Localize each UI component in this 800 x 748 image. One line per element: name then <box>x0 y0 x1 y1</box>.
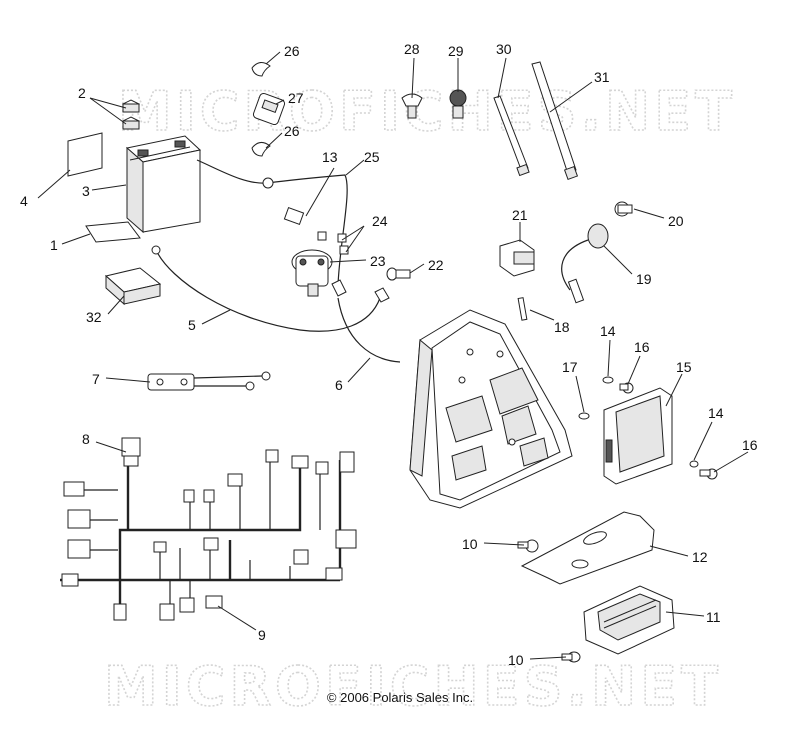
control-module-15 <box>603 387 673 485</box>
screw-16b <box>699 468 718 480</box>
foam-block <box>104 267 162 306</box>
screw-20 <box>614 201 633 217</box>
battery-pad <box>85 221 141 243</box>
callout-13: 13 <box>322 149 338 165</box>
callout-26a: 26 <box>284 43 300 59</box>
callout-4: 4 <box>20 193 28 209</box>
wiring-harness-8 <box>60 437 357 621</box>
callout-7: 7 <box>92 371 100 387</box>
copyright-notice: © 2006 Polaris Sales Inc. <box>326 690 474 705</box>
callout-31: 31 <box>594 69 610 85</box>
battery-cable-5 <box>155 249 381 332</box>
callout-numbers: 1 2 3 4 5 6 7 8 9 10 10 11 12 13 14 14 1… <box>20 41 758 668</box>
push-rivet-28 <box>401 93 423 119</box>
callout-29: 29 <box>448 43 464 59</box>
washer-17 <box>578 412 590 420</box>
callout-14b: 14 <box>708 405 724 421</box>
callout-18: 18 <box>554 319 570 335</box>
battery-label <box>67 132 103 177</box>
cable-tie-31 <box>531 61 577 175</box>
callout-10b: 10 <box>508 652 524 668</box>
callout-23: 23 <box>370 253 386 269</box>
screw-16a <box>619 382 634 394</box>
sensor-19 <box>561 223 609 304</box>
pin-18 <box>517 297 528 321</box>
callout-11: 11 <box>706 609 721 625</box>
battery-cable-6 <box>337 297 401 363</box>
battery-cable-25 <box>196 159 348 286</box>
callout-30: 30 <box>496 41 512 57</box>
callout-3: 3 <box>82 183 90 199</box>
callout-5: 5 <box>188 317 196 333</box>
callout-24: 24 <box>372 213 388 229</box>
starter-solenoid <box>283 206 349 297</box>
callout-10a: 10 <box>462 536 478 552</box>
callout-28: 28 <box>404 41 420 57</box>
callout-17: 17 <box>562 359 578 375</box>
bracket-21 <box>499 239 535 277</box>
callout-8: 8 <box>82 431 90 447</box>
callout-22: 22 <box>428 257 444 273</box>
callout-26b: 26 <box>284 123 300 139</box>
watermark-bottom: MICROFICHES.NET <box>104 655 722 718</box>
callout-1: 1 <box>50 237 58 253</box>
electrical-mounting-panel <box>409 309 573 509</box>
cable-clamp <box>251 62 286 157</box>
callout-16b: 16 <box>742 437 758 453</box>
battery-terminal-bolts <box>121 99 141 130</box>
callout-27: 27 <box>288 90 304 106</box>
watermark-top: MICROFICHES.NET <box>118 80 736 143</box>
ecm-bracket-12 <box>520 511 655 585</box>
callout-21: 21 <box>512 207 528 223</box>
screw-10a <box>517 539 539 553</box>
callout-15: 15 <box>676 359 692 375</box>
callout-12: 12 <box>692 549 708 565</box>
ground-cable-7 <box>147 371 271 391</box>
callout-14a: 14 <box>600 323 616 339</box>
callout-6: 6 <box>335 377 343 393</box>
ecu-11 <box>583 585 675 655</box>
washer-14a <box>602 376 614 384</box>
callout-9: 9 <box>258 627 266 643</box>
washer-14b <box>689 460 699 468</box>
battery <box>125 135 202 234</box>
callout-2: 2 <box>78 85 86 101</box>
callout-25: 25 <box>364 149 380 165</box>
callout-20: 20 <box>668 213 684 229</box>
callout-16a: 16 <box>634 339 650 355</box>
callout-19: 19 <box>636 271 652 287</box>
screw-22 <box>386 267 411 281</box>
leader-lines <box>37 51 749 660</box>
callout-32: 32 <box>86 309 102 325</box>
